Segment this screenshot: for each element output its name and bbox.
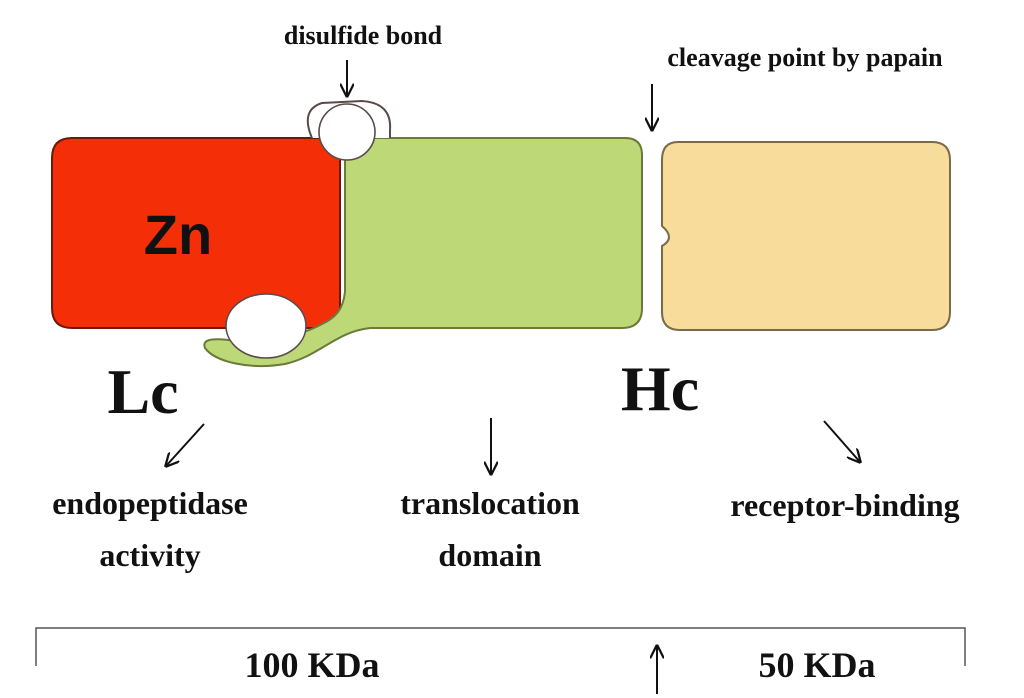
translocation-label-line2: domain — [438, 537, 541, 573]
translocation-label-line1: translocation — [400, 485, 580, 521]
scale-right-label: 50 KDa — [759, 645, 876, 685]
disulfide-bond-label: disulfide bond — [284, 21, 443, 50]
heavy-chain-label: Hc — [621, 353, 699, 424]
translocation-domain — [203, 137, 643, 367]
endopeptidase-label-line1: endopeptidase — [52, 485, 248, 521]
receptor-binding-domain — [661, 141, 951, 331]
receptor-binding-label: receptor-binding — [730, 487, 959, 523]
light-chain-label: Lc — [107, 356, 178, 427]
cleavage-point-label: cleavage point by papain — [667, 43, 943, 72]
scale-left-label: 100 KDa — [245, 645, 380, 685]
receptor-arrow — [823, 420, 860, 462]
endopeptidase-label-line2: activity — [99, 537, 200, 573]
light-chain-pocket — [225, 293, 307, 359]
zinc-label: Zn — [144, 203, 212, 266]
disulfide-bond-pocket — [318, 103, 376, 161]
molecular-weight-scale — [35, 627, 966, 666]
endopeptidase-arrow — [166, 423, 205, 466]
